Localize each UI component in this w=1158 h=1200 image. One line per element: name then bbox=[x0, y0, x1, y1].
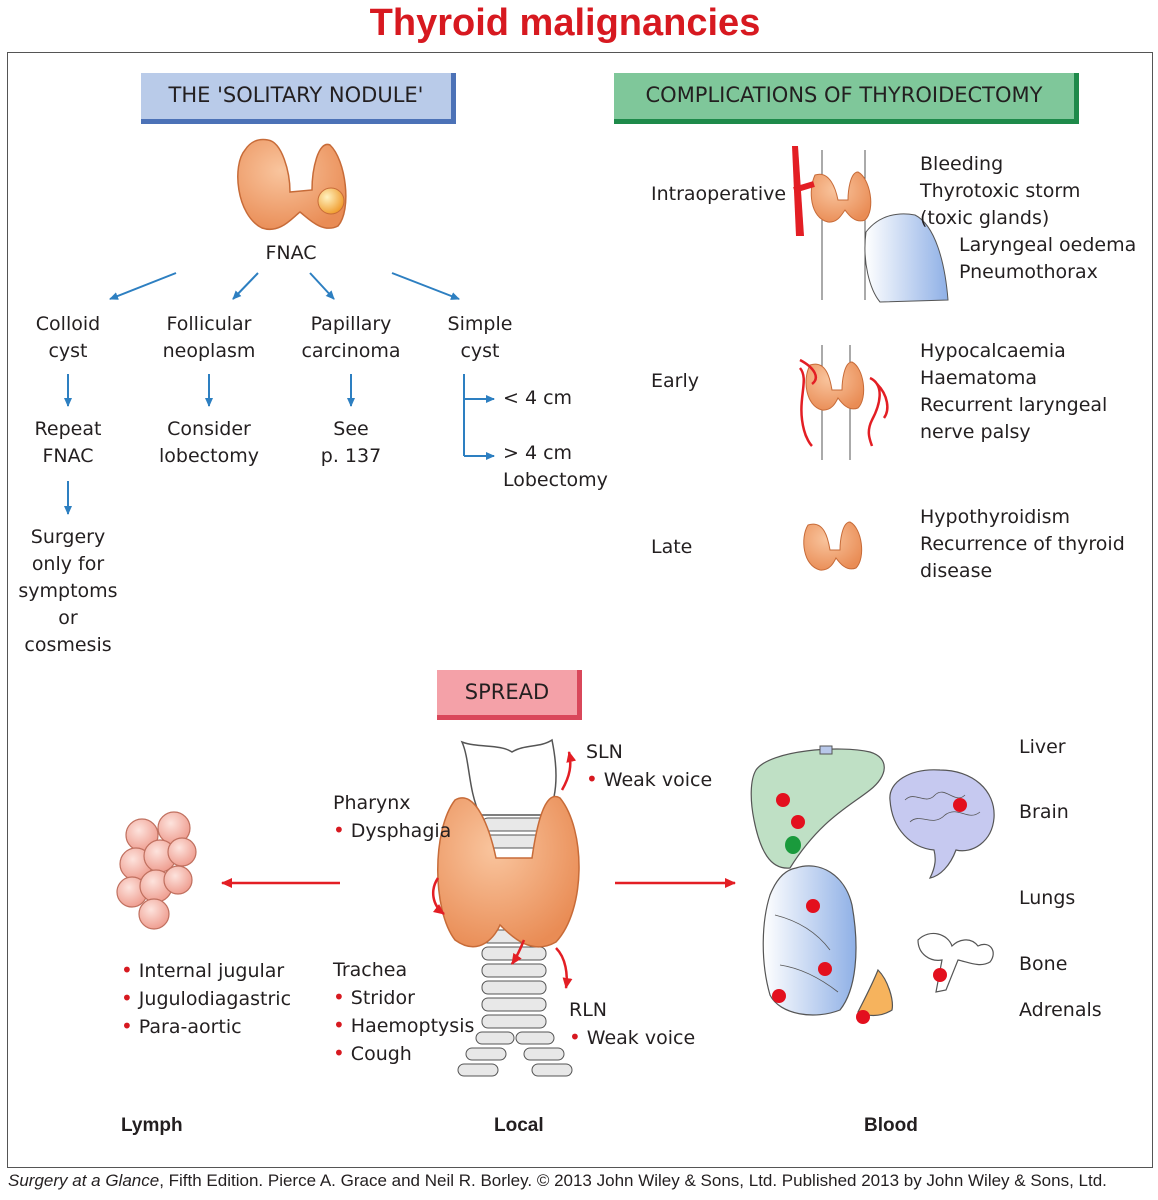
trachea-label: Trachea StridorHaemoptysisCough bbox=[333, 957, 474, 1068]
rln-label: RLNWeak voice bbox=[569, 997, 695, 1052]
lungs-illustration bbox=[762, 865, 857, 1016]
late-label: Late bbox=[651, 536, 693, 558]
intraoperative-illustration bbox=[792, 146, 949, 303]
simple-cyst-bracket bbox=[463, 374, 495, 460]
local-spread-arrows bbox=[431, 751, 577, 989]
page-title: Thyroid malignancies bbox=[369, 2, 761, 44]
book-title: Surgery at a Glance bbox=[8, 1171, 160, 1190]
site-brain: Brain bbox=[1019, 801, 1069, 823]
complications-header-box bbox=[614, 73, 1079, 124]
citation-rest: , Fifth Edition. Pierce A. Grace and Nei… bbox=[159, 1171, 1107, 1190]
fnac-label: FNAC bbox=[265, 242, 317, 264]
brain-illustration bbox=[889, 769, 995, 879]
nodule-branch-arrows bbox=[64, 272, 460, 515]
liver-illustration bbox=[750, 745, 885, 869]
pharynx-label: PharynxDysphagia bbox=[333, 790, 451, 845]
lymph-nodes-illustration bbox=[116, 811, 197, 930]
spread-header-box bbox=[437, 670, 582, 720]
route-blood-label: Blood bbox=[864, 1115, 918, 1136]
intraoperative-label: Intraoperative bbox=[651, 183, 787, 205]
spread-header: SPREAD bbox=[437, 670, 582, 720]
adrenal-illustration bbox=[856, 968, 893, 1024]
route-local-label: Local bbox=[494, 1115, 544, 1136]
site-lungs: Lungs bbox=[1019, 887, 1076, 909]
nodule-header-box bbox=[141, 73, 456, 124]
complications-header: COMPLICATIONS OF THYROIDECTOMY bbox=[614, 73, 1079, 124]
nodule-header: THE 'SOLITARY NODULE' bbox=[141, 73, 456, 124]
sln-label: SLNWeak voice bbox=[586, 739, 712, 794]
larynx-trachea-illustration bbox=[437, 738, 580, 1077]
site-bone: Bone bbox=[1019, 953, 1068, 975]
citation-footer: Surgery at a Glance, Fifth Edition. Pier… bbox=[8, 1171, 1107, 1191]
route-lymph-label: Lymph bbox=[121, 1115, 183, 1136]
thyroid-nodule-illustration bbox=[237, 138, 347, 231]
site-adrenals: Adrenals bbox=[1019, 999, 1102, 1021]
diagram-frame bbox=[7, 52, 1153, 1168]
early-label: Early bbox=[651, 370, 699, 392]
late-thyroid-illustration bbox=[803, 521, 863, 571]
cyst-small-label: < 4 cm bbox=[503, 387, 573, 409]
site-liver: Liver bbox=[1019, 736, 1066, 758]
lymph-node-list: Internal jugularJugulodiagastricPara-aor… bbox=[121, 957, 291, 1041]
early-illustration bbox=[798, 345, 889, 460]
bone-illustration bbox=[917, 932, 994, 993]
